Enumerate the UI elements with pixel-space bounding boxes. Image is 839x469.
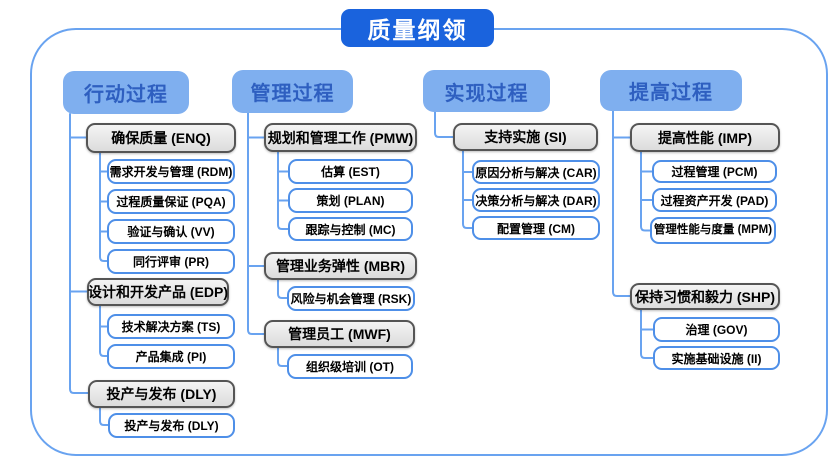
node-pr: 同行评审 (PR) <box>107 249 235 274</box>
node-rdm: 需求开发与管理 (RDM) <box>107 159 235 184</box>
node-shp: 保持习惯和毅力 (SHP) <box>630 283 780 310</box>
node-dar: 决策分析与解决 (DAR) <box>472 188 600 212</box>
node-pmw: 规划和管理工作 (PMW) <box>264 123 417 152</box>
node-si: 支持实施 (SI) <box>453 123 598 151</box>
header-action-process: 行动过程 <box>63 71 189 114</box>
node-rsk: 风险与机会管理 (RSK) <box>287 286 415 311</box>
node-ts: 技术解决方案 (TS) <box>107 314 235 339</box>
node-car: 原因分析与解决 (CAR) <box>472 160 600 184</box>
node-edp: 设计和开发产品 (EDP) <box>87 278 229 306</box>
node-cm: 配置管理 (CM) <box>472 216 600 240</box>
node-mpm: 管理性能与度量 (MPM) <box>650 217 776 244</box>
node-dly: 投产与发布 (DLY) <box>88 380 235 408</box>
node-pi: 产品集成 (PI) <box>107 344 235 369</box>
node-ot: 组织级培训 (OT) <box>287 354 413 379</box>
node-est: 估算 (EST) <box>288 159 413 184</box>
node-plan: 策划 (PLAN) <box>288 188 413 213</box>
node-pcm: 过程管理 (PCM) <box>652 160 777 183</box>
node-enq: 确保质量 (ENQ) <box>86 123 236 153</box>
node-vv: 验证与确认 (VV) <box>107 219 235 244</box>
header-improvement-process: 提高过程 <box>600 70 742 111</box>
node-imp: 提高性能 (IMP) <box>630 123 780 152</box>
node-pad: 过程资产开发 (PAD) <box>652 188 777 212</box>
header-realization-process: 实现过程 <box>423 70 550 112</box>
header-management-process: 管理过程 <box>232 70 353 113</box>
node-mbr: 管理业务弹性 (MBR) <box>264 252 417 280</box>
central-topic: 质量纲领 <box>341 9 494 47</box>
node-gov: 治理 (GOV) <box>653 317 780 342</box>
node-mc: 跟踪与控制 (MC) <box>288 217 413 241</box>
node-dly-sub: 投产与发布 (DLY) <box>108 413 235 438</box>
node-mwf: 管理员工 (MWF) <box>264 320 415 348</box>
node-pqa: 过程质量保证 (PQA) <box>107 189 235 214</box>
node-ii: 实施基础设施 (II) <box>653 346 780 370</box>
